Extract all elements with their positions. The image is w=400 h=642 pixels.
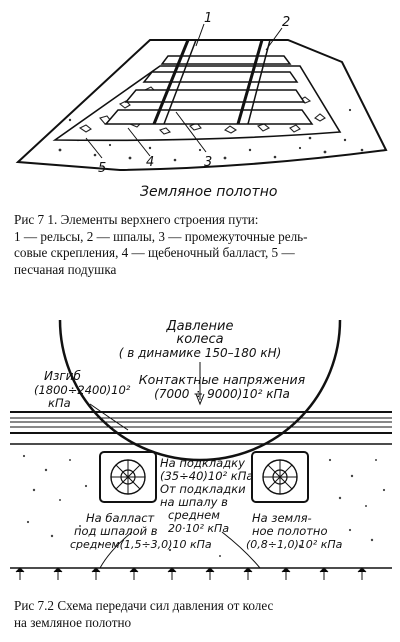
rails — [152, 39, 271, 125]
ballast-label-1: На балласт — [86, 511, 155, 525]
sleeper-left — [99, 451, 157, 503]
pad-label-6: 20·10² кПа — [168, 522, 229, 535]
bend-label-2: (1800÷2400)10² — [34, 383, 131, 397]
pad-label-1: На подкладку — [160, 456, 245, 470]
rail-layers — [10, 411, 392, 445]
pad-label-2: (35÷40)10² кПа — [160, 469, 253, 483]
pressure-lines — [89, 362, 261, 569]
caption2-line2: на земляное полотно — [14, 614, 132, 630]
caption2-line1: Рис 7.2 Схема передачи сил давления от к… — [14, 598, 274, 613]
wheel-label-2: колеса — [176, 332, 223, 347]
caption1-number: Рис 7 1. — [14, 212, 58, 227]
earth-label-3: (0,8÷1,0)10² кПа — [246, 538, 343, 551]
wheel-label-3: ( в динамике 150–180 кН) — [119, 346, 282, 360]
caption1-title: Элементы верхнего строения пути: — [60, 212, 259, 227]
caption1-line4: песчаная подушка — [14, 261, 117, 277]
callout-5: 5 — [98, 161, 106, 176]
ballast-texture — [22, 454, 386, 557]
callout-leaders — [85, 23, 283, 159]
figure2-caption: Рис 7.2 Схема передачи сил давления от к… — [14, 598, 394, 631]
contact-label-2: (7000 ÷ 9000)10² кПа — [154, 387, 290, 401]
grass-ticks — [15, 567, 367, 580]
bend-label-3: кПа — [48, 396, 71, 410]
figure1-caption: Рис 7 1. Элементы верхнего строения пути… — [14, 212, 394, 278]
ballast-label-3: среднем(1,5÷3,0)10 кПа — [70, 538, 212, 551]
track-structure-drawing: 1 2 3 4 5 Земляное полотно — [15, 11, 388, 200]
earth-label-1: На земля- — [252, 511, 312, 525]
earth-bed-label: Земляное полотно — [140, 184, 277, 200]
force-transfer-drawing: Давление колеса ( в динамике 150–180 кН)… — [10, 319, 392, 580]
callout-3: 3 — [204, 155, 212, 170]
pad-label-3: От подкладки — [160, 482, 246, 496]
pad-label-5: среднем — [168, 508, 220, 522]
contact-label-1: Контактные напряжения — [139, 372, 306, 387]
caption1-line2: 1 — рельсы, 2 — шпалы, 3 — промежуточные… — [14, 228, 308, 244]
sleeper-right — [251, 451, 309, 503]
caption1-line3: совые скрепления, 4 — щебеночный балласт… — [14, 245, 295, 260]
callout-4: 4 — [146, 155, 154, 170]
ballast-label-2: под шпалой в — [74, 524, 158, 538]
figure-track-structure: 1 2 3 4 5 Земляное полотно — [0, 0, 400, 205]
figure-force-transfer: Давление колеса ( в динамике 150–180 кН)… — [0, 300, 400, 592]
sand-cushion — [58, 108, 364, 162]
callout-1: 1 — [204, 11, 212, 26]
wheel-label-1: Давление — [165, 319, 233, 334]
earth-label-2: ное полотно — [252, 524, 327, 538]
callout-2: 2 — [282, 15, 290, 30]
wheel-outline — [58, 319, 342, 462]
bend-label-1: Изгиб — [44, 369, 81, 383]
pad-label-4: на шпалу в — [160, 495, 228, 509]
